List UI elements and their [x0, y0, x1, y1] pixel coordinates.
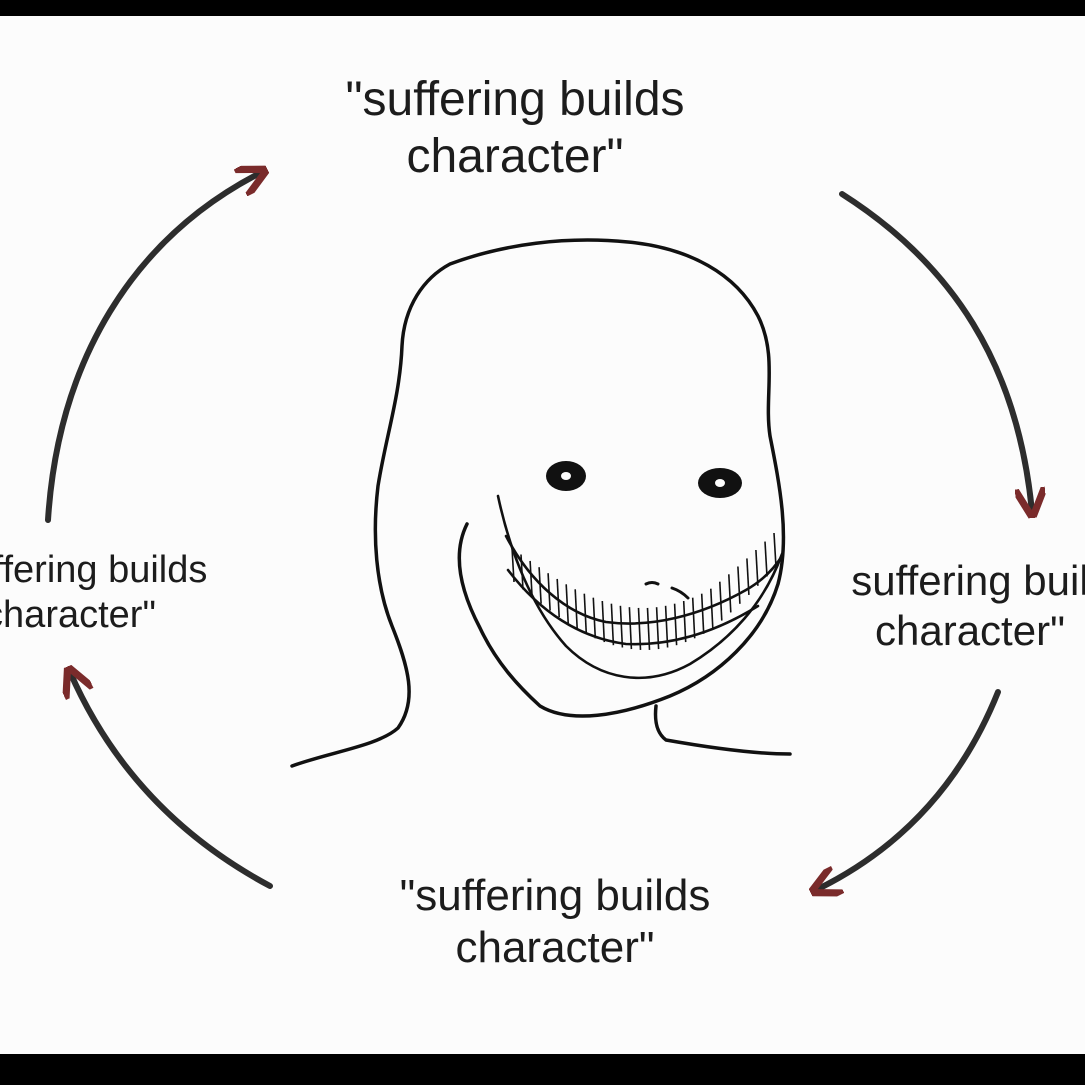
- tooth-icon: [700, 593, 705, 634]
- cycle-arrow-bottom-left: [70, 672, 273, 889]
- head-outline-icon: [290, 238, 786, 768]
- caption-right-line1: suffering buil: [851, 557, 1085, 604]
- tooth-icon: [520, 554, 524, 590]
- tooth-icon: [628, 607, 633, 650]
- tooth-icon: [556, 578, 560, 618]
- tooth-icon: [764, 541, 768, 577]
- tooth-icon: [511, 547, 515, 583]
- tooth-icon: [737, 566, 741, 604]
- caption-bottom: "suffering builds character": [330, 870, 780, 974]
- meme-canvas: "suffering builds character" suffering b…: [0, 16, 1085, 1054]
- caption-right-line2: character": [875, 606, 1065, 654]
- caption-left: ffering builds character": [0, 548, 240, 638]
- tooth-icon: [773, 532, 777, 568]
- caption-left-line1: ffering builds: [0, 549, 208, 591]
- tooth-icon: [583, 593, 588, 634]
- caption-top-line2: character": [406, 129, 624, 183]
- tooth-icon: [682, 600, 687, 643]
- tooth-icon: [601, 600, 606, 643]
- tooth-icon: [664, 605, 669, 648]
- caption-right: suffering buil character": [800, 556, 1085, 655]
- tooth-icon: [538, 567, 542, 604]
- tooth-icon: [728, 574, 732, 613]
- tooth-icon: [719, 581, 723, 621]
- cycle-arrow-top-right: [839, 191, 1032, 512]
- tooth-icon: [547, 573, 551, 611]
- caption-bottom-line1: "suffering builds: [399, 871, 711, 920]
- tooth-icon: [710, 588, 714, 629]
- tooth-icon: [746, 558, 750, 595]
- grin-teeth-icon: [496, 494, 784, 680]
- tooth-icon: [646, 607, 651, 650]
- tooth-icon: [673, 603, 678, 646]
- caption-top: "suffering builds character": [290, 72, 740, 185]
- tooth-icon: [655, 607, 660, 650]
- tooth-icon: [565, 584, 569, 624]
- meme-illustration: [45, 16, 1085, 1054]
- wojak-smiling-face: [290, 238, 792, 768]
- caption-left-line2: character": [0, 593, 156, 636]
- neck-line-icon: [653, 704, 792, 756]
- tooth-icon: [755, 549, 759, 586]
- caption-bottom-line2: character": [455, 922, 655, 972]
- tooth-icon: [574, 589, 578, 629]
- tooth-icon: [592, 597, 597, 639]
- cycle-arrow-bottom-right: [816, 689, 1001, 890]
- tooth-icon: [637, 607, 642, 650]
- tooth-icon: [691, 597, 696, 639]
- tooth-icon: [619, 605, 624, 648]
- nose-icon: [644, 581, 690, 600]
- caption-top-line1: "suffering builds: [345, 73, 685, 126]
- cycle-arrow-top-left: [45, 172, 262, 523]
- tooth-icon: [610, 603, 615, 646]
- tooth-icon: [529, 560, 533, 597]
